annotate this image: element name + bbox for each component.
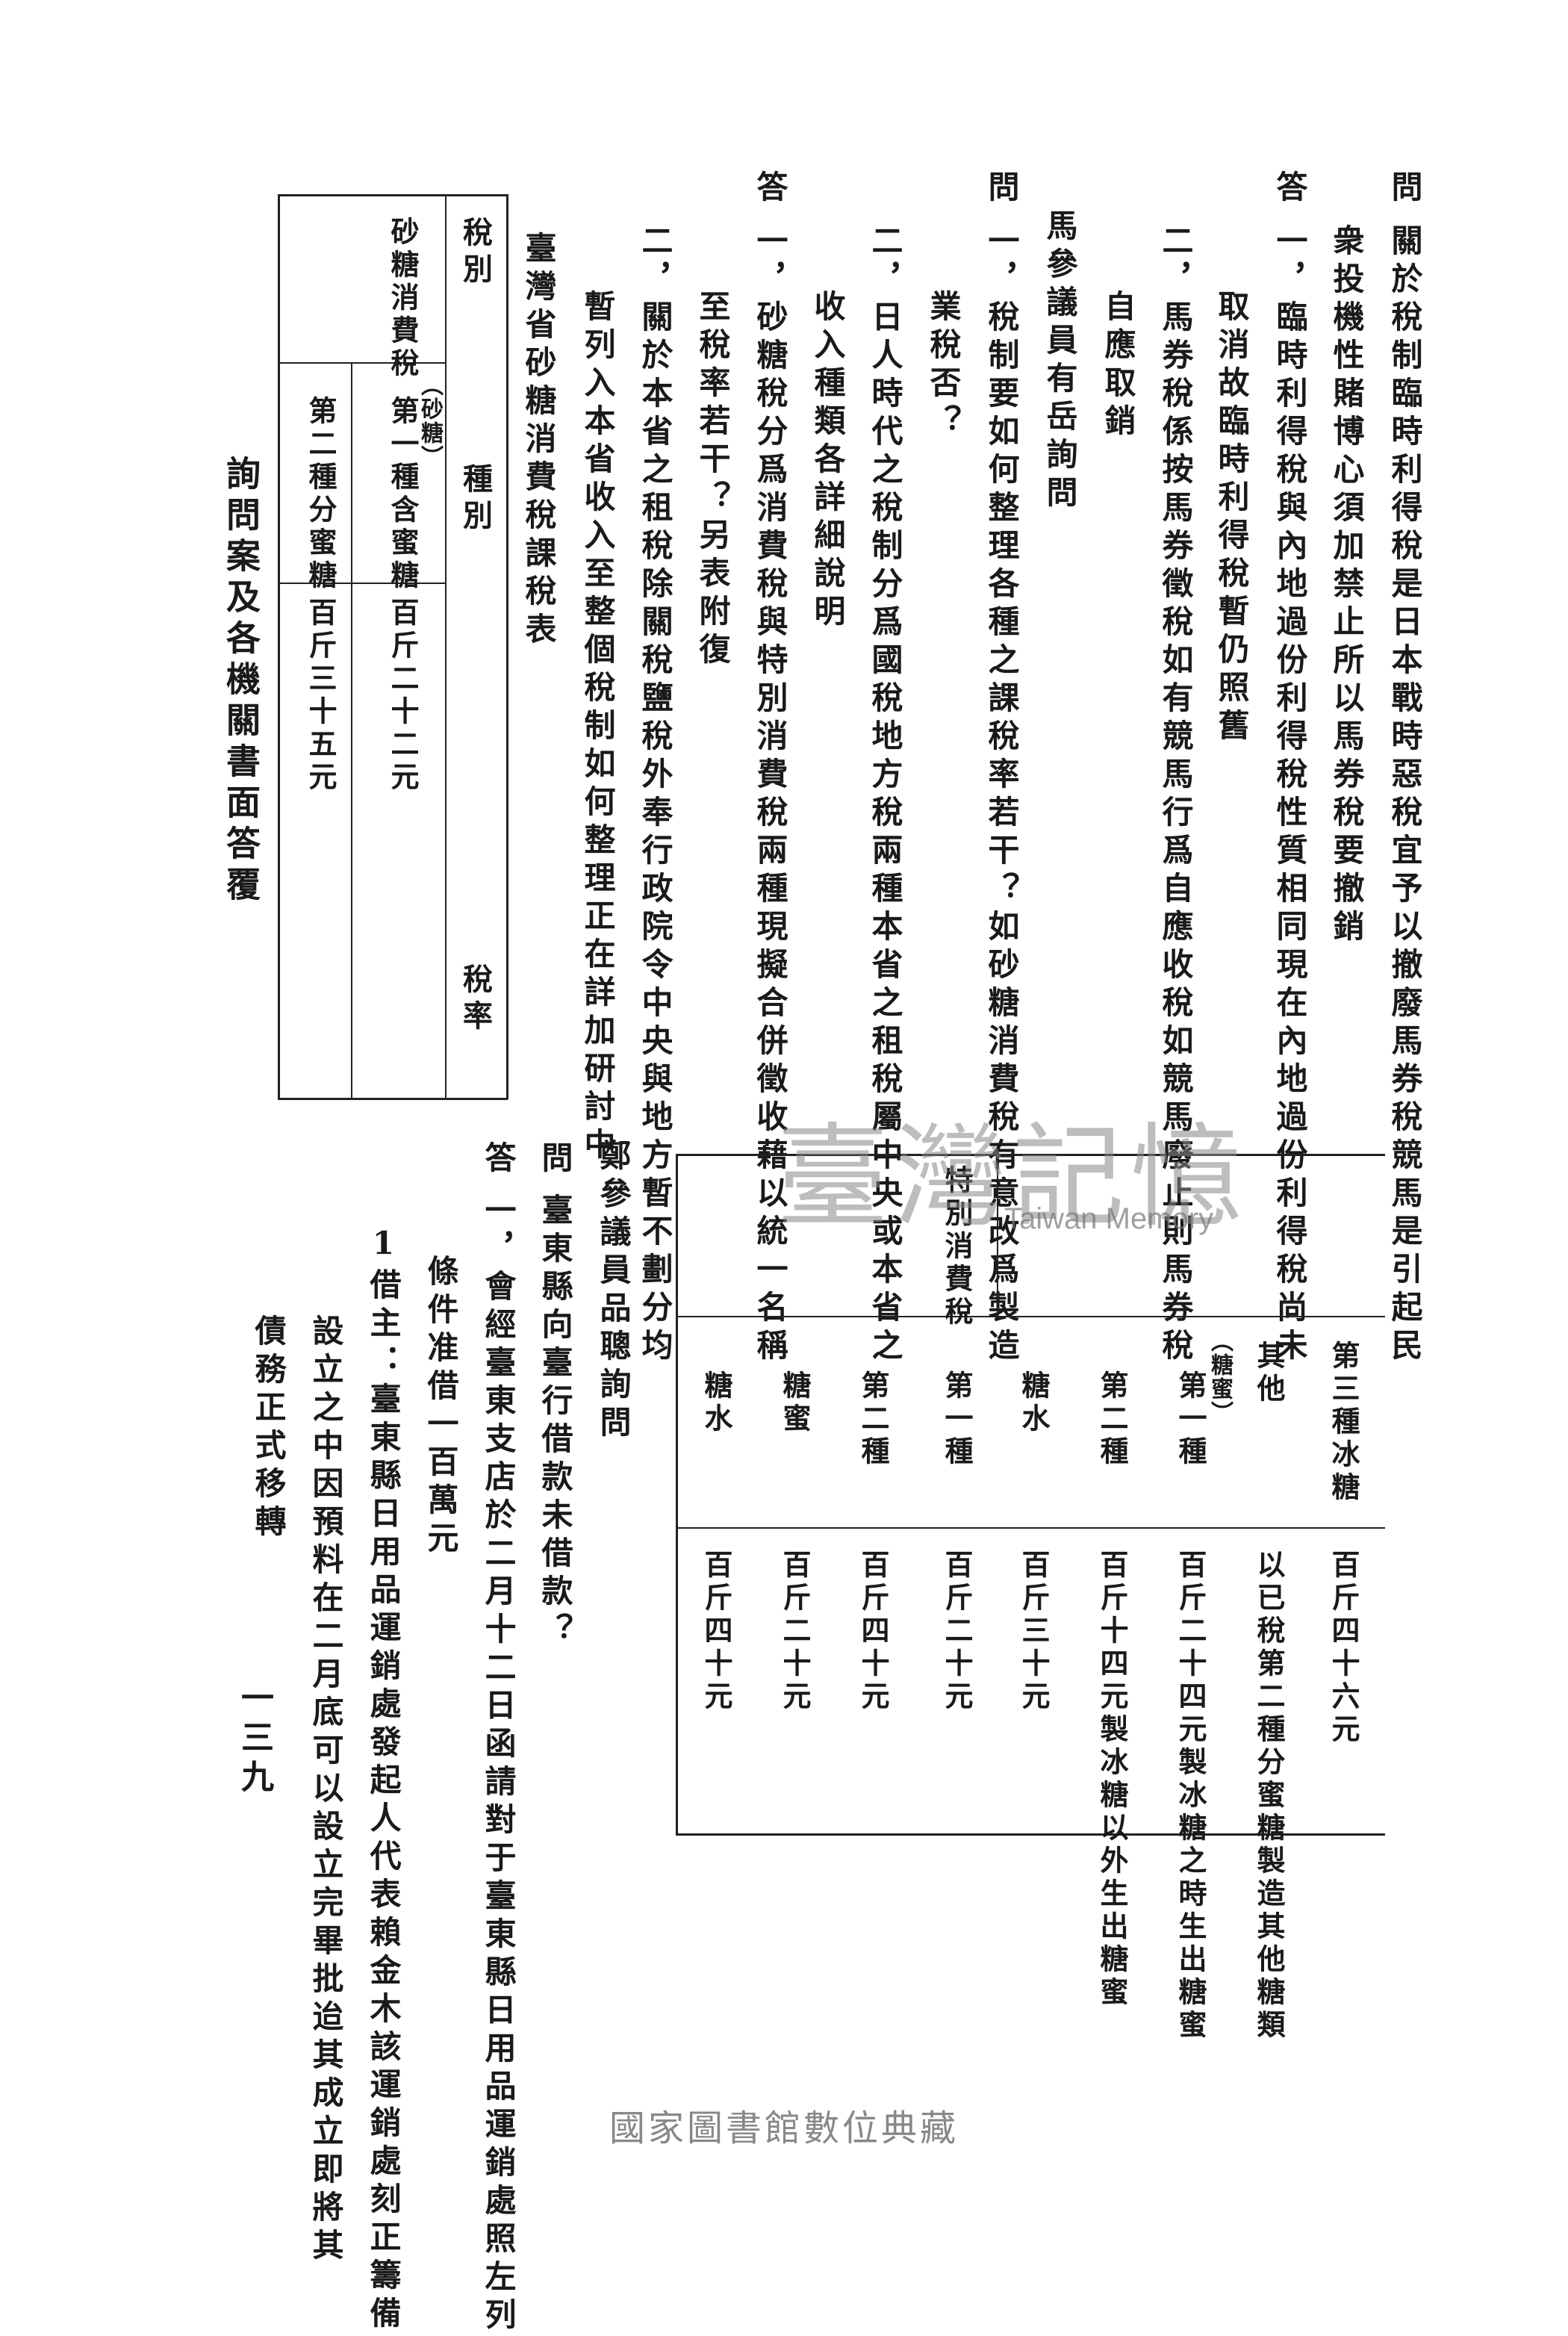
qa3-item-1-line-1: 1借主：臺東縣日用品運銷處發起人代表賴金木該運銷處刻正籌備 <box>365 1225 402 2335</box>
qa2-answer-1-line-2: 至稅率若干？另表附復 <box>694 290 731 671</box>
qa1-answer-label: 答 <box>1272 170 1308 208</box>
row-4-kind: 其他 <box>1252 1341 1286 1406</box>
row-6-rate: 百斤十四元製冰糖以外生出糖蜜 <box>1095 1550 1129 2010</box>
qa2-answer-label: 答 <box>752 170 788 208</box>
qa2-question-2-line-2: 收入種類各詳細說明 <box>809 290 846 633</box>
qa3-item-1-line-3: 債務正式移轉 <box>250 1314 287 1543</box>
row-8-kind: 第一種 <box>940 1370 974 1469</box>
row-1-rate: 百斤二十二元 <box>386 597 420 795</box>
table-header-rate: 稅率 <box>458 963 493 1037</box>
tax-name-special: 特別消費稅 <box>940 1165 974 1329</box>
watermark-caption: Taiwan Memory <box>1004 1202 1214 1235</box>
row-10-rate: 百斤二十元 <box>778 1550 812 1714</box>
qa1-answer-1-line-2: 取消故臨時利得稅暫仍照舊 <box>1213 290 1250 747</box>
row-2-kind: 第二種分蜜糖 <box>304 396 337 593</box>
row-3-kind: 第三種冰糖 <box>1327 1341 1360 1505</box>
qa2-answer-2-line-1: 二，關於本省之租稅除關稅鹽稅外奉行政院令中央與地方暫不劃分均 <box>637 224 673 1367</box>
page-number: 一三九 <box>235 1680 273 1799</box>
qa1-question-label: 問 <box>1387 170 1423 208</box>
qa1-question-line-1: 關於稅制臨時利得稅是日本戰時惡稅宜予以撤廢馬券稅競馬是引起民 <box>1387 224 1423 1367</box>
qa3-question: 臺東縣向臺行借款未借款？ <box>537 1193 573 1650</box>
row-5-kind: 第一種 <box>1174 1370 1207 1469</box>
row-1-kind: 第一種含蜜糖 <box>386 396 420 593</box>
qa2-answer-1-line-1: 一，砂糖稅分爲消費稅與特別消費稅兩種現擬合併徵收藉以統一名稱 <box>752 224 788 1367</box>
footer-credit: 國家圖書館數位典藏 <box>609 2107 959 2149</box>
qa3-answer-label: 答 <box>480 1141 517 1179</box>
running-title: 詢問案及各機關書面答覆 <box>221 456 261 907</box>
qa3-asker: 鄭參議員品聰詢問 <box>595 1139 632 1444</box>
group-label-sugar: （砂糖） <box>417 373 443 469</box>
qa3-answer-1-line-2: 條件准借一百萬元 <box>423 1255 459 1559</box>
table-header-category: 種別 <box>458 463 493 536</box>
row-6-kind: 第二種 <box>1095 1370 1129 1469</box>
watermark-logo: 臺灣記憶 <box>777 1113 1249 1243</box>
group-label-molasses: （糖蜜） <box>1207 1329 1233 1425</box>
table-title: 臺灣省砂糖消費稅課稅表 <box>520 232 557 650</box>
row-4-rate: 以已稅第二種分蜜糖製造其他糖類 <box>1252 1550 1286 2043</box>
row-7-rate: 百斤三十元 <box>1017 1550 1051 1714</box>
tax-name-sugar: 砂糖消費稅 <box>386 217 420 381</box>
qa2-asker: 馬參議員有岳詢問 <box>1042 209 1078 514</box>
row-2-rate: 百斤三十五元 <box>304 597 337 795</box>
qa1-answer-2-line-1: 二，馬券稅係按馬券徵稅如有競馬行爲自應收稅如競馬廢止則馬券稅 <box>1157 224 1194 1367</box>
qa2-answer-2-line-2: 暫列入本省收入至整個稅制如何整理正在詳加研討中 <box>579 290 616 1166</box>
row-7-kind: 糖水 <box>1017 1370 1051 1436</box>
row-5-rate: 百斤二十四元製冰糖之時生出糖蜜 <box>1174 1550 1207 2043</box>
qa2-question-2-line-1: 二，日人時代之稅制分爲國稅地方稅兩種本省之租稅屬中央或本省之 <box>867 224 903 1367</box>
row-11-kind: 糖水 <box>700 1370 733 1436</box>
row-3-rate: 百斤四十六元 <box>1327 1550 1360 1747</box>
row-10-kind: 糖蜜 <box>778 1370 812 1436</box>
qa1-answer-1-line-1: 一，臨時利得稅與內地過份利得稅性質相同現在內地過份利得稅尚未 <box>1272 224 1308 1367</box>
row-9-rate: 百斤四十元 <box>856 1550 890 1714</box>
qa3-question-label: 問 <box>537 1141 573 1179</box>
qa2-question-label: 問 <box>983 170 1020 208</box>
row-8-rate: 百斤二十元 <box>940 1550 974 1714</box>
qa3-item-1-line-2: 設立之中因預料在二月底可以設立完畢批迨其成立即將其 <box>308 1314 344 2267</box>
qa2-question-1-line-1: 一，稅制要如何整理各種之課稅率若干？如砂糖消費稅有意改爲製造 <box>983 224 1020 1367</box>
qa2-question-1-line-2: 業稅否？ <box>925 290 962 442</box>
qa1-answer-2-line-2: 自應取銷 <box>1100 290 1136 442</box>
row-11-rate: 百斤四十元 <box>700 1550 733 1714</box>
row-9-kind: 第二種 <box>856 1370 890 1469</box>
qa1-question-line-2: 衆投機性賭博心須加禁止所以馬券稅要撤銷 <box>1328 224 1365 948</box>
qa3-answer-1-line-1: 一，會經臺東支店於二月十二日函請對于臺東縣日用品運銷處照左列 <box>480 1193 517 2336</box>
table-header-tax-type: 稅別 <box>458 217 493 290</box>
